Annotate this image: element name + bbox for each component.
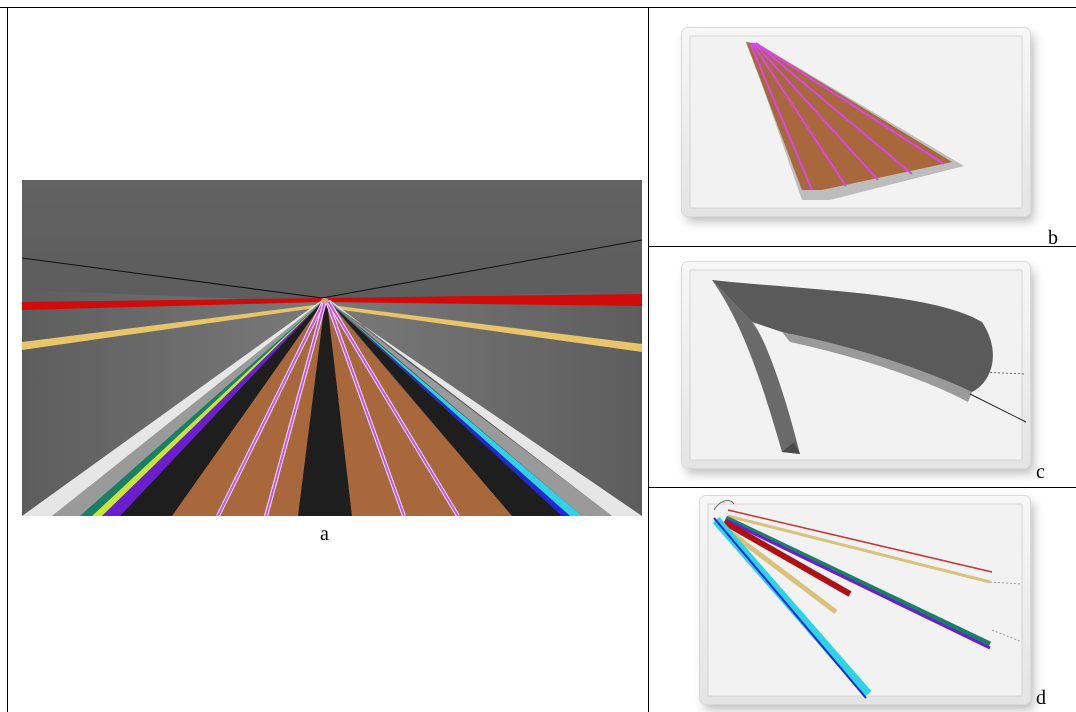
grid-border-left (7, 7, 8, 712)
tunnel-interior-svg (22, 180, 642, 516)
panel-c-tunnel-lining (682, 262, 1030, 468)
grid-divider-vertical (648, 7, 649, 712)
label-a: a (320, 523, 329, 545)
grid-border-top (0, 7, 1076, 8)
label-d: d (1036, 687, 1046, 709)
panel-d-pipelines (700, 496, 1030, 704)
label-c: c (1036, 461, 1045, 483)
label-b: b (1048, 227, 1058, 249)
tunnel-lining-svg (682, 262, 1030, 468)
grid-divider-c-d (648, 487, 1076, 488)
road-surface-svg (682, 28, 1030, 216)
panel-b-road-surface (682, 28, 1030, 216)
grid-divider-b-c (648, 246, 1076, 247)
panel-a-tunnel-interior (22, 180, 642, 516)
pipelines-svg (700, 496, 1030, 704)
